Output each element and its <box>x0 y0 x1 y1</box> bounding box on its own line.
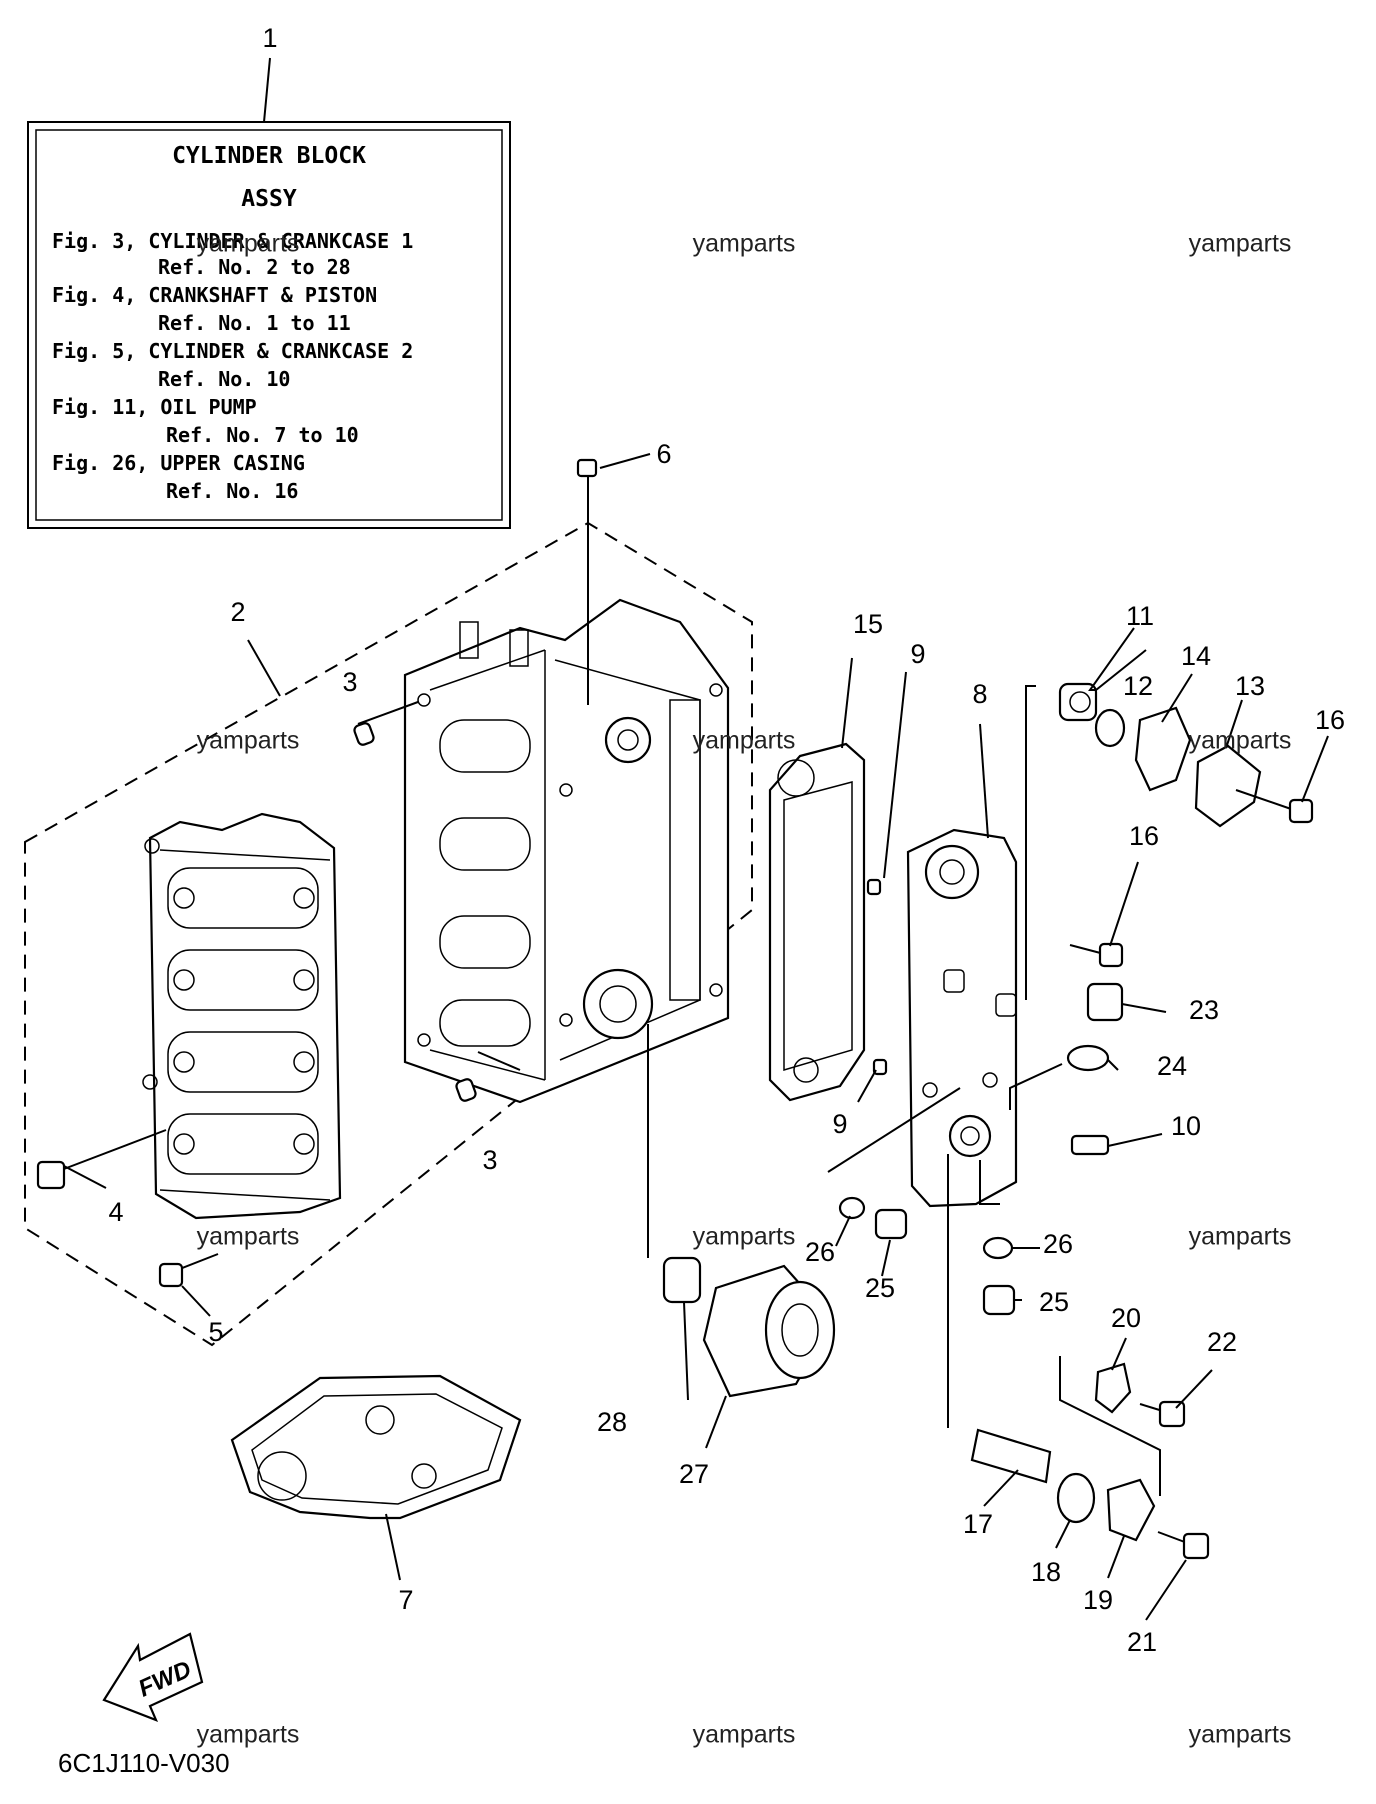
info-box-line: Ref. No. 1 to 11 <box>158 311 351 335</box>
plug-part <box>982 1284 1016 1316</box>
union-nipple-part <box>662 1256 702 1304</box>
dowel-pin-part <box>872 1058 888 1076</box>
callout-number: 12 <box>1123 671 1153 701</box>
thermostat-part <box>1094 708 1126 748</box>
clamp-part <box>1094 1362 1132 1414</box>
drain-plug-part <box>1086 982 1124 1022</box>
callout-number: 20 <box>1111 1303 1141 1333</box>
dowel-pin-part <box>455 1078 477 1102</box>
callout-number: 13 <box>1235 671 1265 701</box>
washer-part <box>982 1236 1014 1260</box>
washer-part <box>838 1196 866 1220</box>
callout-number: 10 <box>1171 1111 1201 1141</box>
info-box: CYLINDER BLOCK ASSY Fig. 3, CYLINDER & C… <box>27 121 511 529</box>
anode-part <box>970 1428 1052 1484</box>
plug-part <box>576 458 598 705</box>
info-box-line: Fig. 3, CYLINDER & CRANKCASE 1 <box>52 229 413 253</box>
callout-number: 6 <box>656 439 671 469</box>
leader-lines <box>63 453 1329 1621</box>
dowel-pin-part <box>353 722 375 746</box>
plug-part <box>874 1208 908 1240</box>
callout-number: 21 <box>1127 1627 1157 1657</box>
callout-number: 26 <box>1043 1229 1073 1259</box>
fitting-part <box>1070 1134 1110 1156</box>
callout-number: 15 <box>853 609 883 639</box>
watermark-text: yamparts <box>1189 230 1292 258</box>
thermostat-gasket-part <box>1134 706 1192 792</box>
thermostat-cover-part <box>1058 682 1098 722</box>
callout-number: 19 <box>1083 1585 1113 1615</box>
callout-number: 5 <box>208 1317 223 1347</box>
callout-number: 16 <box>1315 705 1345 735</box>
cylinder-head-part <box>142 812 342 1220</box>
watermark-text: yamparts <box>197 1721 300 1749</box>
thermostat-housing-part <box>1194 744 1262 828</box>
callout-number: 8 <box>972 679 987 709</box>
info-box-line: Ref. No. 10 <box>158 367 290 391</box>
callout-number: 26 <box>805 1237 835 1267</box>
watermark-text: yamparts <box>1189 1223 1292 1251</box>
watermark-text: yamparts <box>693 727 796 755</box>
info-box-line: Fig. 11, OIL PUMP <box>52 395 257 419</box>
cylinder-block-part <box>403 598 730 1104</box>
callout-labels: 1 2 3 3 4 5 6 7 8 9 9 10 11 12 13 14 15 … <box>108 23 1345 1657</box>
bolt-part <box>1069 942 1124 968</box>
callout-number: 7 <box>398 1585 413 1615</box>
callout-number: 4 <box>108 1197 123 1227</box>
watermark-text: yamparts <box>197 1223 300 1251</box>
info-box-line: Fig. 4, CRANKSHAFT & PISTON <box>52 283 377 307</box>
watermark-text: yamparts <box>693 1223 796 1251</box>
callout-number: 18 <box>1031 1557 1061 1587</box>
dowel-pin-part <box>866 878 882 896</box>
watermark-text: yamparts <box>1189 727 1292 755</box>
callout-number: 3 <box>482 1145 497 1175</box>
callout-number: 25 <box>1039 1287 1069 1317</box>
info-box-subtitle: ASSY <box>241 186 297 212</box>
washer-part <box>1066 1044 1110 1072</box>
callout-number: 9 <box>832 1109 847 1139</box>
grommet-part <box>1056 1472 1096 1524</box>
callout-number: 2 <box>230 597 245 627</box>
info-box-line: Fig. 5, CYLINDER & CRANKCASE 2 <box>52 339 413 363</box>
gasket-part <box>768 742 866 1102</box>
watermark-text: yamparts <box>693 230 796 258</box>
callout-number: 17 <box>963 1509 993 1539</box>
info-box-line: Ref. No. 2 to 28 <box>158 255 351 279</box>
info-box-line: Ref. No. 7 to 10 <box>166 423 359 447</box>
callout-number: 28 <box>597 1407 627 1437</box>
callout-number: 27 <box>679 1459 709 1489</box>
callout-number: 14 <box>1181 641 1211 671</box>
callout-number: 11 <box>1126 601 1154 631</box>
info-box-line: Fig. 26, UPPER CASING <box>52 451 305 475</box>
info-box-title: CYLINDER BLOCK <box>172 143 366 169</box>
watermark-text: yamparts <box>693 1721 796 1749</box>
watermarks: yamparts yamparts yamparts yamparts yamp… <box>197 230 1292 1749</box>
callout-number: 23 <box>1189 995 1219 1025</box>
callout-number: 16 <box>1129 821 1159 851</box>
callout-number: 9 <box>910 639 925 669</box>
bolt-part <box>1139 1400 1186 1428</box>
callout-number: 24 <box>1157 1051 1187 1081</box>
info-box-line: Ref. No. 16 <box>166 479 298 503</box>
cover-plate-part <box>906 828 1018 1208</box>
callout-number: 22 <box>1207 1327 1237 1357</box>
bolt-part <box>1157 1531 1210 1560</box>
watermark-text: yamparts <box>1189 1721 1292 1749</box>
diagram-code: 6C1J110-V030 <box>58 1748 230 1778</box>
callout-number: 1 <box>262 23 277 53</box>
bolt-part <box>1235 789 1314 824</box>
callout-number: 25 <box>865 1273 895 1303</box>
long-bolt-part <box>36 1129 167 1190</box>
watermark-text: yamparts <box>197 230 300 258</box>
anode-cover-part <box>1106 1478 1156 1542</box>
bottom-gasket-part <box>230 1374 522 1520</box>
oil-filter-part <box>702 1264 836 1398</box>
fwd-arrow-icon: FWD <box>102 1632 204 1722</box>
short-bolt-part <box>158 1253 219 1288</box>
watermark-text: yamparts <box>197 727 300 755</box>
callout-number: 3 <box>342 667 357 697</box>
